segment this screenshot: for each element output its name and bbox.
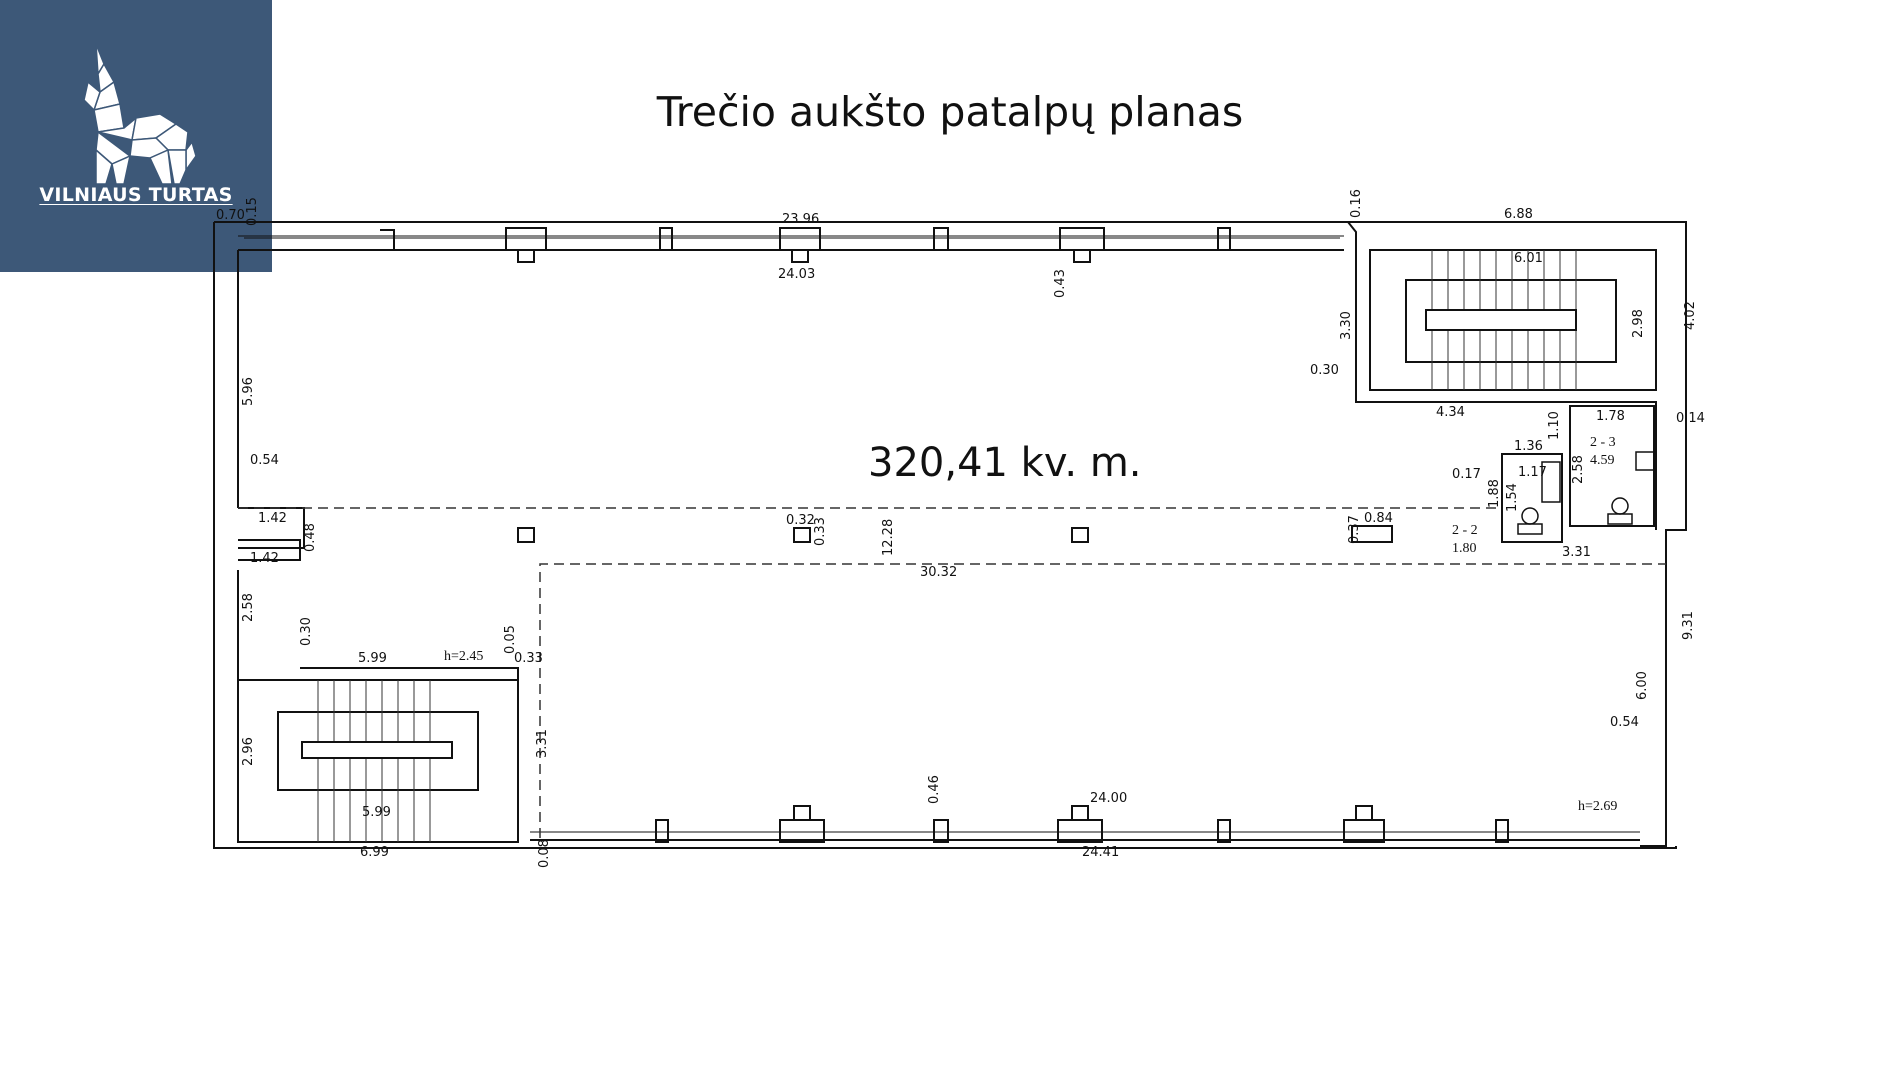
dim-label: 3.31 — [1562, 545, 1591, 560]
dim-label: 4.02 — [1683, 301, 1698, 330]
dim-label: 2 - 2 — [1452, 523, 1478, 538]
dim-label: 0.30 — [299, 617, 314, 646]
dim-label: 0.15 — [245, 197, 260, 226]
dim-label: 0.46 — [927, 775, 942, 804]
dim-label: 6.00 — [1635, 671, 1650, 700]
dim-label: 0.32 — [786, 513, 815, 528]
dim-label: 0.54 — [250, 453, 279, 468]
stair-room-right — [1369, 249, 1657, 391]
dim-label: 1.88 — [1487, 479, 1502, 508]
dim-label: 1.80 — [1452, 541, 1477, 556]
page-title: Trečio aukšto patalpų planas — [656, 88, 1244, 136]
stair-core-left — [277, 711, 479, 791]
dim-label: 1.78 — [1596, 409, 1625, 424]
outer-wall-left — [213, 222, 530, 849]
dim-label: 24.00 — [1090, 791, 1128, 806]
dim-label: 0.14 — [1676, 411, 1705, 426]
dim-label: 2.58 — [1571, 455, 1586, 484]
dim-label: 0.33 — [514, 651, 543, 666]
area-label: 320,41 kv. m. — [868, 440, 1142, 486]
dim-label: 0.48 — [303, 523, 318, 552]
dim-label: 0.16 — [1349, 189, 1364, 218]
outer-wall-top — [214, 221, 1357, 248]
dim-label: 1.36 — [1514, 439, 1543, 454]
dim-label: 0.08 — [537, 839, 552, 868]
dim-label: 12.28 — [881, 518, 896, 556]
stair-landing-right — [1425, 309, 1577, 331]
dim-label: 5.99 — [358, 651, 387, 666]
dim-label: 0.84 — [1364, 511, 1393, 526]
dim-label: 30.32 — [920, 565, 958, 580]
right-wall-east — [1348, 221, 1687, 847]
dim-label: 6.88 — [1504, 207, 1533, 222]
dim-label: 6.99 — [360, 845, 389, 860]
dim-label: 5.96 — [241, 377, 256, 406]
dim-label: 1.42 — [250, 551, 279, 566]
wc-room-1 — [1501, 453, 1563, 543]
dim-label: 0.43 — [1053, 269, 1068, 298]
dim-label: 1.42 — [258, 511, 287, 526]
logo-panel: VILNIAUS TURTAS — [0, 0, 272, 272]
dim-label: 0.33 — [813, 517, 828, 546]
stair-treads — [317, 250, 1577, 842]
dim-label: 0.17 — [1452, 467, 1481, 482]
dim-label: 1.17 — [1518, 465, 1547, 480]
stair-core-right — [1405, 279, 1617, 363]
wolf-icon — [83, 43, 197, 185]
dim-label: 0.37 — [1347, 515, 1362, 544]
dim-label: h=2.69 — [1578, 799, 1618, 814]
dim-label: h=2.45 — [444, 649, 484, 664]
dim-label: 24.41 — [1082, 845, 1120, 860]
dim-label: 0.70 — [216, 208, 245, 223]
dim-label: 9.31 — [1681, 611, 1696, 640]
dim-label: 0.30 — [1310, 363, 1339, 378]
bottom-wall-outer — [530, 846, 1677, 849]
dim-label: 3.30 — [1339, 311, 1354, 340]
dim-label: 2 - 3 — [1590, 435, 1616, 450]
logo-text: VILNIAUS TURTAS — [39, 184, 233, 206]
dim-label: 0.54 — [1610, 715, 1639, 730]
dim-label: 23.96 — [782, 212, 820, 227]
dim-label: 4.34 — [1436, 405, 1465, 420]
dim-label: 24.03 — [778, 267, 816, 282]
dim-label: 3.31 — [535, 729, 550, 758]
dim-label: 0.05 — [503, 625, 518, 654]
dim-label: 6.01 — [1514, 251, 1543, 266]
dim-label: 1.54 — [1505, 483, 1520, 512]
dim-label: 2.96 — [241, 737, 256, 766]
dim-label: 5.99 — [362, 805, 391, 820]
dim-label: 1.10 — [1547, 411, 1562, 440]
dim-label: 2.58 — [241, 593, 256, 622]
stair-landing-left — [301, 741, 453, 759]
dim-label: 2.98 — [1631, 309, 1646, 338]
dim-label: 4.59 — [1590, 453, 1615, 468]
